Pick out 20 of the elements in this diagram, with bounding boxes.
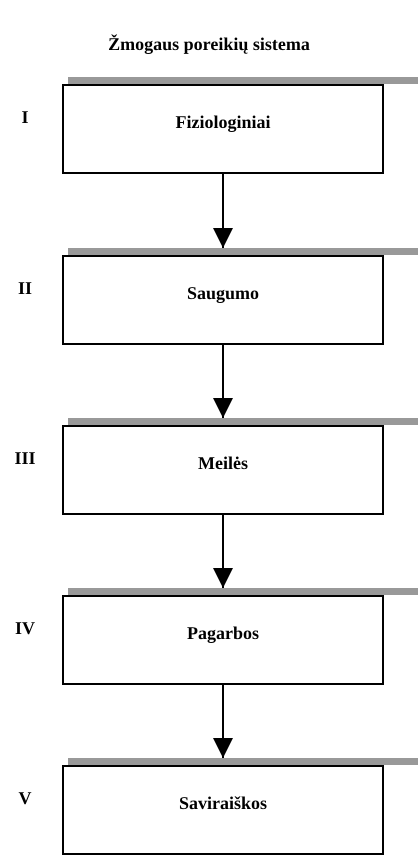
level-number: V	[18, 788, 32, 809]
box-label: Fiziologiniai	[175, 112, 270, 132]
level-number: II	[16, 278, 33, 299]
box-label: Saugumo	[186, 282, 260, 304]
process-box	[62, 765, 384, 855]
box-label: Pagarbos	[187, 622, 259, 644]
arrow	[213, 685, 233, 758]
arrow	[213, 174, 233, 248]
box-label: Meilės	[198, 452, 248, 474]
level-number: IV	[14, 618, 36, 639]
level-number: I	[20, 107, 30, 128]
arrow	[213, 345, 233, 418]
arrow	[213, 515, 233, 588]
level-number: III	[13, 448, 36, 469]
box-label: Saviraiškos	[178, 792, 268, 814]
process-box	[62, 84, 384, 174]
process-box	[62, 425, 384, 515]
title: Žmogaus poreikių sistema	[107, 34, 311, 55]
process-box	[62, 255, 384, 345]
process-box	[62, 595, 384, 685]
